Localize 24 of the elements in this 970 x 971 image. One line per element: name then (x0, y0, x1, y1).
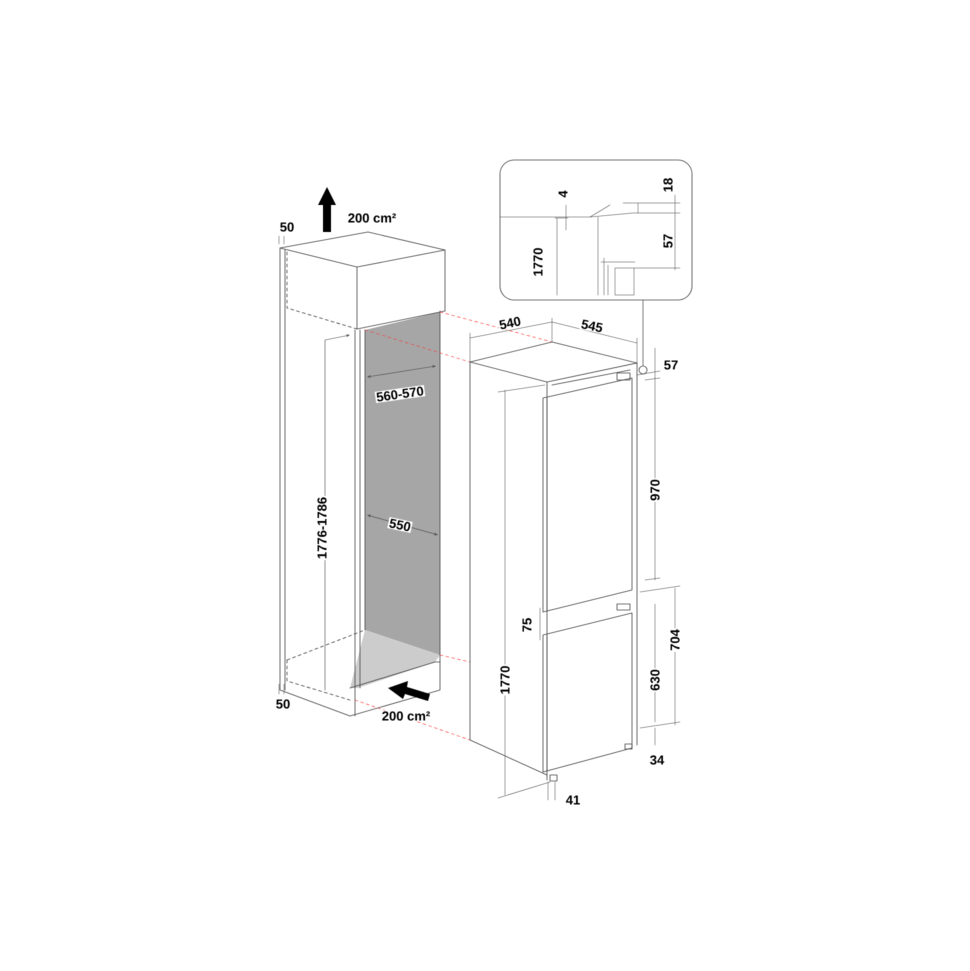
dimension-label: 18 (662, 176, 674, 194)
dimension-label: 540 (497, 315, 523, 331)
dimension-label: 200 cm² (346, 212, 398, 224)
dimension-label: 50 (274, 698, 292, 710)
detail-marker (638, 366, 648, 374)
dimension-label: 630 (649, 668, 661, 692)
dimension-label: 41 (564, 794, 582, 806)
dimension-label: 75 (521, 616, 533, 634)
dimension-label: 34 (648, 754, 666, 766)
dimension-label: 57 (662, 232, 674, 250)
dimension-label: 1770 (499, 664, 511, 696)
dimension-label: 1770 (532, 246, 544, 278)
dimension-label: 550 (387, 517, 413, 533)
dimension-label: 200 cm² (380, 710, 432, 722)
detail-inset (500, 160, 692, 300)
dimension-label: 50 (278, 221, 296, 233)
dimension-label: 4 (558, 189, 568, 199)
leader-line (642, 300, 644, 366)
dimension-label: 1776-1786 (316, 496, 328, 560)
dimension-label: 57 (662, 359, 680, 371)
dimension-label: 545 (579, 318, 605, 334)
dimension-label: 970 (649, 478, 661, 502)
dimension-label: 560-570 (374, 385, 426, 403)
dimension-label: 704 (669, 628, 681, 652)
